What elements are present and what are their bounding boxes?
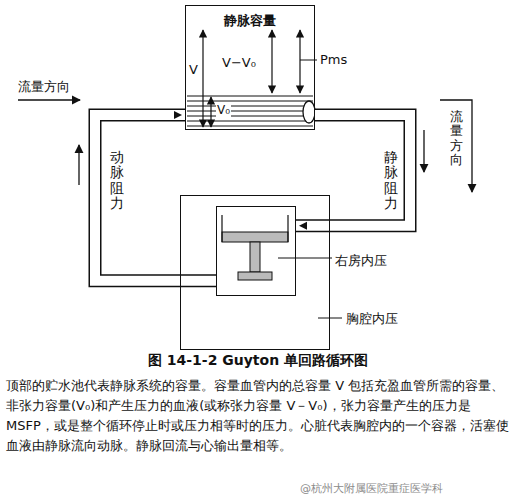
flow-arrow <box>423 130 424 172</box>
volume-symbol: V−V₀ <box>222 55 256 70</box>
volume-symbol: V <box>189 62 198 77</box>
leader-line <box>278 258 332 259</box>
stressed-arrow <box>271 30 272 93</box>
pressure-symbol: Pms <box>320 52 347 67</box>
unstressed-arrow <box>210 97 211 127</box>
tube-lumen <box>296 115 410 226</box>
heart-container: 右房内压 <box>216 206 296 296</box>
resistance-label: 静脉阻力 <box>384 150 398 212</box>
water-lines <box>187 96 313 126</box>
water-line <box>187 106 313 107</box>
valve-plug <box>303 101 315 123</box>
piston-base <box>238 272 272 280</box>
flow-arrow <box>440 100 472 192</box>
water-line <box>187 96 313 97</box>
volume-arrow <box>202 30 203 127</box>
figure-caption: 图 14-1-2 Guyton 单回路循环图 <box>0 352 516 370</box>
chamber-wall <box>221 215 222 242</box>
water-line <box>187 101 313 102</box>
flow-direction: 流量方向 <box>450 110 463 167</box>
vessel-tube <box>296 115 410 230</box>
piston-rod <box>250 242 260 272</box>
water-line <box>187 111 313 112</box>
volume-symbol: V₀ <box>216 103 231 117</box>
flow-arrow <box>78 145 79 185</box>
body-text: 顶部的贮水池代表静脉系统的容量。容量血管内的总容量 V 包括充盈血管所需的容量、… <box>6 376 510 457</box>
watermark: @杭州大附属医院重症医学科 <box>300 481 443 496</box>
water-line <box>187 126 313 127</box>
tube-wall <box>296 115 410 226</box>
tube-wall <box>95 115 216 281</box>
thorax-box: 胸腔内压右房内压 <box>180 195 330 350</box>
tube-lumen <box>95 115 216 281</box>
water-line <box>187 121 313 122</box>
node-label: 静脉容量 <box>186 12 314 30</box>
chamber-wall <box>287 215 288 242</box>
node-label: 胸腔内压 <box>346 310 398 328</box>
water-line <box>187 116 313 117</box>
leader-line <box>318 318 342 319</box>
flow-arrow <box>18 99 80 100</box>
piston-plate <box>222 232 288 242</box>
arrow-head <box>299 222 307 230</box>
flow-direction: 流量方向 <box>18 78 70 96</box>
arrow-head <box>174 111 182 119</box>
pressure-arrow <box>299 30 300 93</box>
node-label: 右房内压 <box>335 252 387 270</box>
resistance-label: 动脉阻力 <box>110 150 124 212</box>
